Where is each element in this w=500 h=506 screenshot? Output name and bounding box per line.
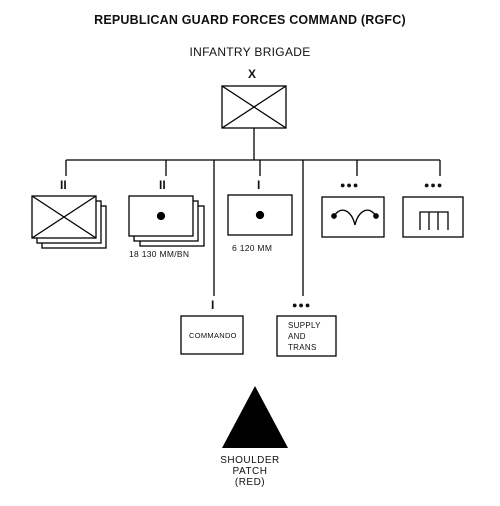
patch-label: SHOULDER PATCH (RED) [220, 455, 280, 488]
page-subtitle: INFANTRY BRIGADE [189, 45, 311, 59]
patch-label-line: PATCH [232, 466, 268, 477]
signal-platoon-symbol [402, 196, 464, 238]
supply-label: SUPPLY AND TRANS [288, 320, 321, 353]
supply-platoon-symbol [276, 315, 337, 357]
supply-label-line: AND [288, 332, 306, 341]
brigade-hq-symbol [221, 85, 287, 129]
supply-echelon-marker: ●●● [292, 300, 312, 310]
patch-label-line: (RED) [234, 477, 266, 488]
supply-label-line: TRANS [288, 343, 317, 352]
infantry-echelon-marker: II [60, 178, 67, 192]
engineer-echelon-marker: ●●● [340, 180, 360, 190]
commando-label: COMMANDO [189, 331, 237, 340]
patch-label-line: SHOULDER [220, 455, 280, 466]
connector-lines [65, 128, 441, 296]
engineer-platoon-symbol [321, 196, 385, 238]
commando-echelon-marker: I [211, 298, 215, 312]
page-title: REPUBLICAN GUARD FORCES COMMAND (RGFC) [94, 13, 406, 27]
mortar-echelon-marker: I [257, 178, 261, 192]
artillery-battalion-symbol [128, 195, 205, 247]
signal-echelon-marker: ●●● [424, 180, 444, 190]
commando-company-symbol [180, 315, 244, 355]
artillery-echelon-marker: II [159, 178, 166, 192]
mortar-company-symbol [227, 194, 293, 236]
shoulder-patch-triangle [222, 386, 288, 448]
mortar-caption: 6 120 MM [232, 243, 273, 253]
artillery-caption: 18 130 MM/BN [129, 249, 190, 259]
hq-echelon-marker: X [248, 67, 257, 81]
infantry-battalion-symbol [31, 195, 107, 249]
supply-label-line: SUPPLY [288, 321, 321, 330]
